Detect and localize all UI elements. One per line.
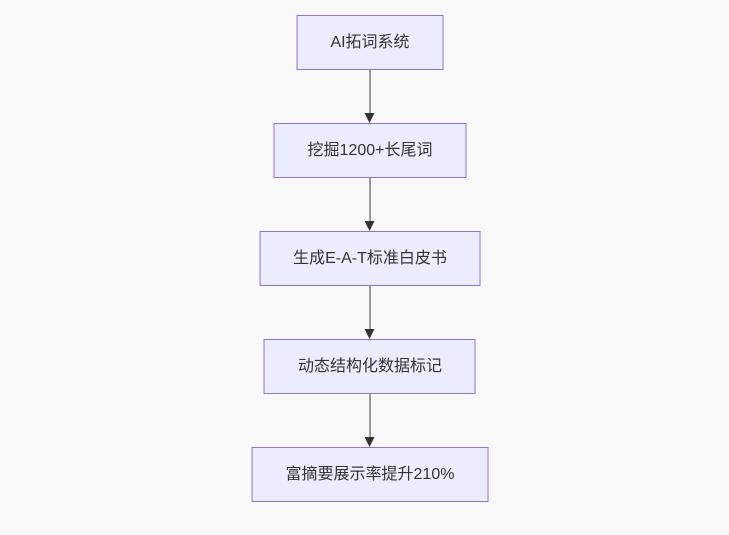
flowchart-node-eat-whitepaper: 生成E-A-T标准白皮书 [259,231,481,286]
arrow-down-icon [365,113,375,123]
arrow-line [369,178,371,222]
edge-arrow-1 [363,70,377,123]
edge-arrow-4 [363,394,377,447]
arrow-down-icon [365,221,375,231]
flowchart-node-longtail-mining: 挖掘1200+长尾词 [273,123,467,178]
flowchart: AI拓词系统 挖掘1200+长尾词 生成E-A-T标准白皮书 动态结构化数据标记… [251,15,489,502]
flowchart-node-ai-system: AI拓词系统 [296,15,444,70]
flowchart-node-structured-data: 动态结构化数据标记 [263,339,476,394]
edge-arrow-2 [363,178,377,231]
arrow-line [369,70,371,114]
arrow-down-icon [365,329,375,339]
arrow-line [369,286,371,330]
arrow-line [369,394,371,438]
edge-arrow-3 [363,286,377,339]
flowchart-node-rich-snippet-result: 富摘要展示率提升210% [251,447,489,502]
arrow-down-icon [365,437,375,447]
